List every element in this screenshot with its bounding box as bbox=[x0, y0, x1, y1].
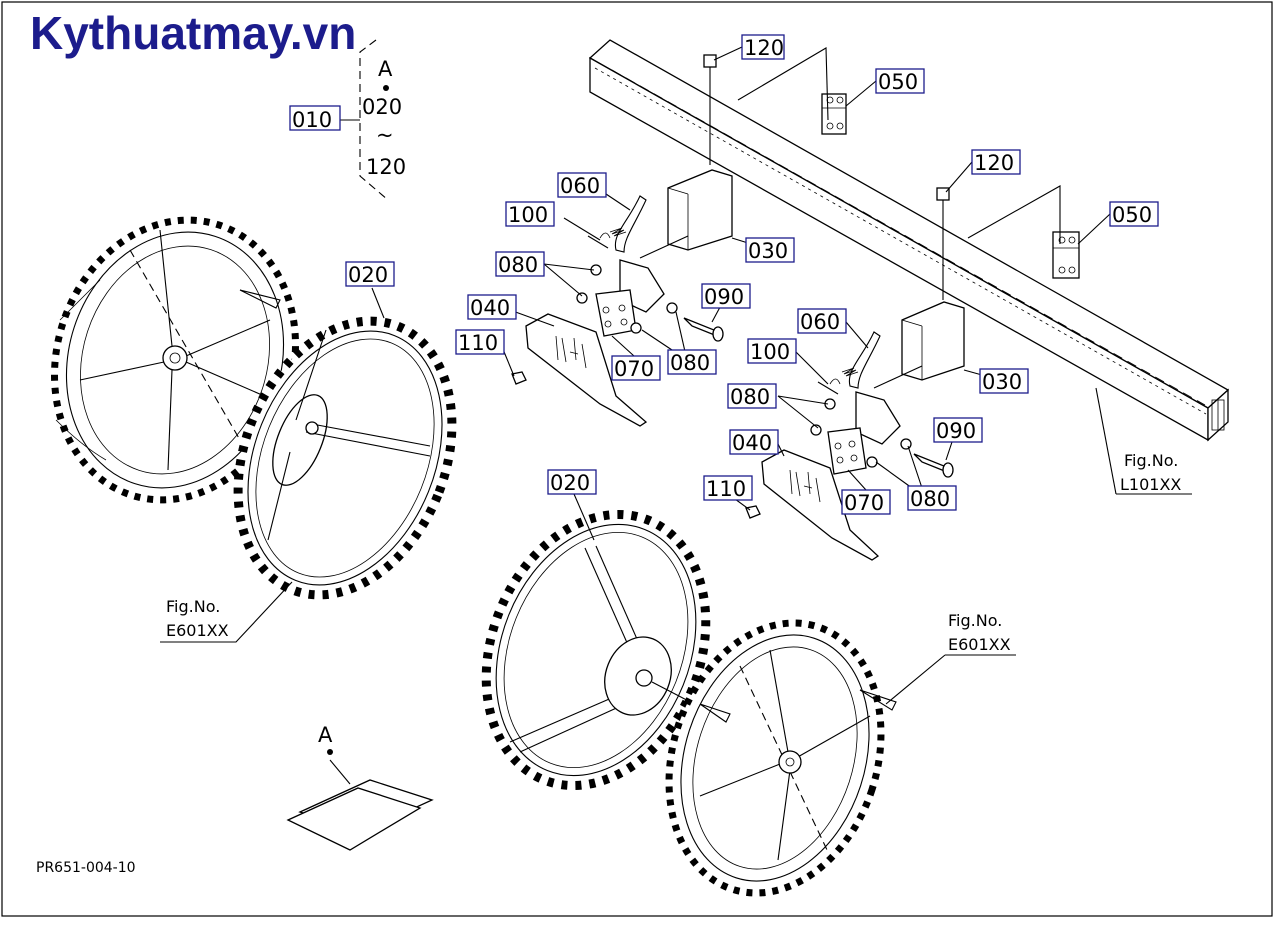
bolt-120-a bbox=[703, 54, 717, 165]
assembly-tilde: ~ bbox=[376, 123, 394, 147]
bracket-050-b bbox=[1052, 231, 1080, 279]
svg-text:090: 090 bbox=[704, 285, 744, 309]
hitch-assembly-lower bbox=[745, 301, 965, 561]
svg-text:Fig.No.: Fig.No. bbox=[948, 611, 1002, 630]
label-050-a: 050 bbox=[875, 68, 925, 94]
assembly-ref: A bbox=[378, 57, 393, 81]
svg-text:060: 060 bbox=[800, 310, 840, 334]
frame-beam bbox=[588, 39, 1230, 442]
assembly-to: 120 bbox=[366, 155, 406, 179]
svg-text:080: 080 bbox=[498, 253, 538, 277]
svg-text:Fig.No.: Fig.No. bbox=[166, 597, 220, 616]
brand-watermark: Kythuatmay.vn bbox=[30, 7, 357, 59]
svg-text:040: 040 bbox=[732, 431, 772, 455]
svg-text:080: 080 bbox=[910, 487, 950, 511]
svg-text:010: 010 bbox=[292, 108, 332, 132]
hitch-assembly-upper bbox=[511, 169, 733, 427]
label-070-a: 070 bbox=[611, 355, 661, 381]
label-120-b: 120 bbox=[971, 149, 1021, 175]
label-100-a: 100 bbox=[505, 201, 555, 227]
label-060-a: 060 bbox=[557, 172, 607, 198]
label-010: 010 bbox=[289, 105, 341, 132]
svg-text:100: 100 bbox=[508, 203, 548, 227]
label-090-a: 090 bbox=[701, 283, 751, 309]
bolt-120-b bbox=[936, 187, 950, 300]
label-020-b: 020 bbox=[547, 469, 597, 495]
label-080-d: 080 bbox=[907, 485, 957, 511]
svg-text:080: 080 bbox=[670, 351, 710, 375]
detail-ref-label: A bbox=[318, 723, 333, 747]
svg-text:050: 050 bbox=[1112, 203, 1152, 227]
label-060-b: 060 bbox=[797, 308, 847, 334]
svg-text:L101XX: L101XX bbox=[1120, 475, 1181, 494]
label-080-c: 080 bbox=[727, 383, 777, 409]
svg-text:020: 020 bbox=[550, 471, 590, 495]
label-080-b: 080 bbox=[667, 349, 717, 375]
svg-text:110: 110 bbox=[706, 477, 746, 501]
label-030-b: 030 bbox=[979, 368, 1029, 394]
svg-text:060: 060 bbox=[560, 174, 600, 198]
diagram-code: PR651-004-10 bbox=[36, 860, 136, 876]
label-070-b: 070 bbox=[841, 489, 891, 515]
label-030-a: 030 bbox=[745, 237, 795, 263]
cage-wheel-upper-left bbox=[51, 216, 299, 504]
svg-text:070: 070 bbox=[614, 357, 654, 381]
svg-text:030: 030 bbox=[982, 370, 1022, 394]
label-110-a: 110 bbox=[455, 329, 505, 355]
fig-ref-e601-right: Fig.No. E601XX bbox=[948, 611, 1011, 654]
label-110-b: 110 bbox=[703, 475, 753, 501]
svg-text:080: 080 bbox=[730, 385, 770, 409]
svg-text:030: 030 bbox=[748, 239, 788, 263]
svg-text:050: 050 bbox=[878, 70, 918, 94]
fig-ref-e601-left: Fig.No. E601XX bbox=[166, 597, 229, 640]
assembly-bracket bbox=[340, 39, 389, 201]
fig-ref-l101: Fig.No. L101XX bbox=[1120, 451, 1181, 494]
svg-text:040: 040 bbox=[470, 296, 510, 320]
svg-text:120: 120 bbox=[974, 151, 1014, 175]
label-090-b: 090 bbox=[933, 417, 983, 443]
label-100-b: 100 bbox=[747, 338, 797, 364]
ref-dot bbox=[327, 749, 333, 755]
bracket-050-a bbox=[821, 93, 847, 135]
svg-text:020: 020 bbox=[348, 263, 388, 287]
label-040-a: 040 bbox=[467, 294, 517, 320]
lug-wheel-upper-center bbox=[233, 316, 457, 600]
svg-text:070: 070 bbox=[844, 491, 884, 515]
assembly-from: 020 bbox=[362, 95, 402, 119]
label-050-b: 050 bbox=[1109, 201, 1159, 227]
svg-text:E601XX: E601XX bbox=[948, 635, 1011, 654]
svg-text:090: 090 bbox=[936, 419, 976, 443]
label-020-a: 020 bbox=[345, 261, 395, 287]
svg-text:120: 120 bbox=[744, 36, 784, 60]
leader-lines bbox=[160, 46, 1192, 705]
label-080-a: 080 bbox=[495, 251, 545, 277]
svg-text:100: 100 bbox=[750, 340, 790, 364]
label-120-a: 120 bbox=[741, 34, 785, 60]
svg-text:E601XX: E601XX bbox=[166, 621, 229, 640]
svg-text:110: 110 bbox=[458, 331, 498, 355]
svg-text:Fig.No.: Fig.No. bbox=[1124, 451, 1178, 470]
cage-wheel-lower-right bbox=[665, 619, 897, 897]
operator-manual bbox=[286, 749, 434, 851]
label-040-b: 040 bbox=[729, 429, 779, 455]
